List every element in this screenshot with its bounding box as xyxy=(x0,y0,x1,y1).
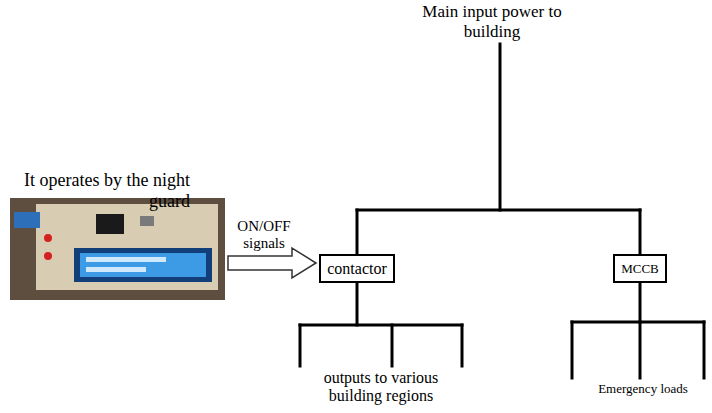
signal-arrow xyxy=(228,248,316,278)
loads-label: Emergency loads xyxy=(580,382,706,397)
emergency-feed xyxy=(639,283,642,322)
feed-drop xyxy=(639,210,642,254)
emergency-bus xyxy=(572,321,704,324)
device-photo xyxy=(10,198,225,300)
output-drop xyxy=(299,325,302,366)
split-bus xyxy=(357,209,640,212)
feed-drop xyxy=(356,210,359,254)
output-drop xyxy=(391,325,394,366)
main-feed-line xyxy=(499,44,502,210)
breaker-box: MCCB xyxy=(613,254,667,283)
emergency-drop xyxy=(703,322,706,378)
emergency-drop xyxy=(639,322,642,378)
outputs-label: outputs to various building regions xyxy=(296,369,466,406)
box-text: contactor xyxy=(327,260,387,278)
signal-label: ON/OFF signals xyxy=(232,218,296,253)
output-drop xyxy=(461,325,464,366)
box-text: MCCB xyxy=(621,261,659,277)
emergency-drop xyxy=(571,322,574,378)
operator-note: It operates by the night guard xyxy=(22,170,190,211)
output-bus xyxy=(300,324,462,327)
output-feed xyxy=(356,283,359,325)
power-input-label: Main input power to building xyxy=(417,2,567,41)
contactor-box: contactor xyxy=(319,254,395,283)
